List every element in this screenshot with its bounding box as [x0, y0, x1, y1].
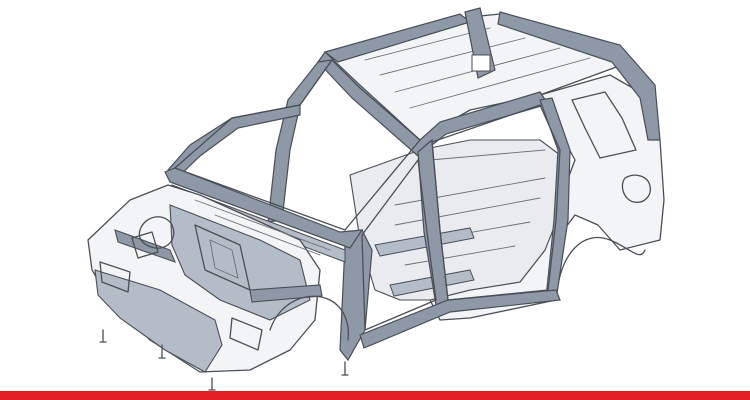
windshield-frame [174, 59, 421, 231]
headlamp-opening [229, 317, 263, 351]
rear-wheel-arch [555, 236, 646, 301]
floor-rib [394, 197, 541, 226]
mount-stud [208, 377, 216, 391]
front-door-opening [361, 159, 437, 331]
rear-quarter-window [571, 91, 637, 159]
mount-stud [99, 329, 107, 343]
front-crush-rail [114, 229, 176, 263]
floor-rib [404, 245, 516, 266]
accent-bar-fill [0, 391, 750, 400]
inspection-plate [131, 231, 159, 259]
radiator-support [94, 269, 223, 373]
floor-rib [429, 149, 546, 161]
fuel-door [621, 174, 651, 203]
dash-panel [194, 199, 331, 251]
mount-stud [341, 361, 349, 376]
accent-bar [0, 391, 750, 400]
rear-door-opening [431, 104, 561, 301]
roof-rib [379, 37, 526, 76]
dash-panel [214, 214, 321, 256]
mount-stud [158, 344, 166, 359]
front-wheel-arch [269, 295, 350, 341]
strut-tower [138, 216, 175, 249]
roof-side-rail [497, 11, 661, 141]
floor-rib [394, 177, 546, 206]
a-pillar [267, 59, 334, 223]
roof-rib [409, 57, 591, 109]
front-crush-rail [249, 284, 323, 303]
headlamp-opening [99, 261, 131, 293]
front-bulkhead-detail [209, 239, 239, 279]
roof-bow-slot [471, 54, 491, 72]
